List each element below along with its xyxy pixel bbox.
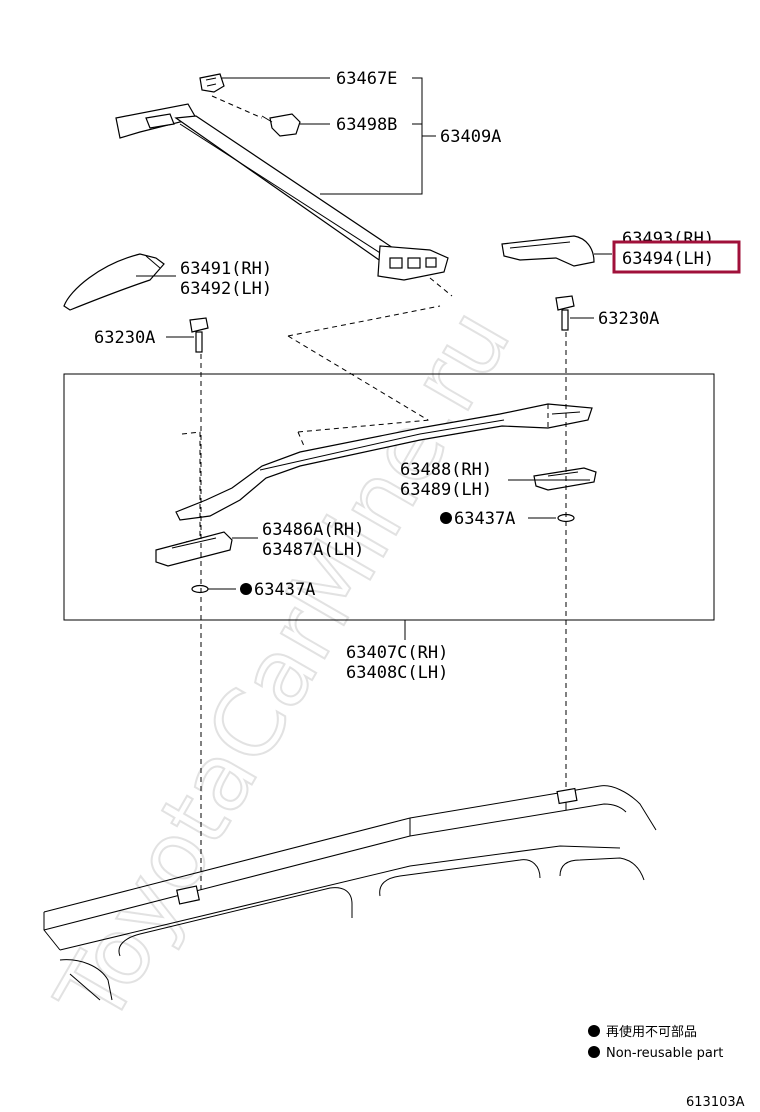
label-63409A: 63409A [440,127,501,147]
cross-bar-assembly [115,73,453,297]
label-63492: 63492(LH) [180,279,272,299]
legend-marker-1 [588,1025,600,1037]
end-cover-63493-63494[interactable] [501,235,595,267]
label-63437A-lower: 63437A [254,580,315,600]
clip-part-63467E[interactable] [199,73,225,93]
label-63467E: 63467E [336,69,397,89]
legend: 再使用不可部品 Non-reusable part [588,1024,723,1061]
rail-end-piece-63488[interactable] [533,467,597,491]
label-63437A-upper: 63437A [454,509,515,529]
legend-line-1: 再使用不可部品 [606,1024,697,1040]
label-63230A-right: 63230A [598,309,659,329]
label-63407C: 63407C(RH) [346,643,448,663]
cross-bar[interactable] [174,115,397,263]
rail-end-piece-63486A[interactable] [155,531,233,567]
end-cover-rh-63491[interactable] [63,253,165,311]
label-63491: 63491(RH) [180,259,272,279]
label-63486A: 63486A(RH) [262,520,364,540]
rail-assembly-box [63,373,715,621]
figure-code: 613103A [686,1095,745,1110]
vehicle-roof-outline [43,785,657,1001]
label-63230A-left: 63230A [94,328,155,348]
non-reusable-marker-lower [240,583,252,595]
knob-part-63498B[interactable] [261,113,301,137]
label-63408C: 63408C(LH) [346,663,448,683]
label-63489: 63489(LH) [400,480,492,500]
washer-lower-63437A[interactable] [191,584,209,594]
label-63487A: 63487A(LH) [262,540,364,560]
bolt-left-63230A[interactable] [189,317,209,353]
label-63498B: 63498B [336,115,397,135]
bolt-right-63230A[interactable] [555,295,575,331]
legend-line-2: Non-reusable part [606,1046,723,1061]
leader-lines [136,77,612,640]
label-63494[interactable]: 63494(LH) [622,249,714,269]
legend-marker-2 [588,1046,600,1058]
highlight-box-63494 [612,240,741,274]
watermark-text: ToyotaCarMine.ru [36,291,531,1041]
non-reusable-marker-upper [440,512,452,524]
label-63488: 63488(RH) [400,460,492,480]
